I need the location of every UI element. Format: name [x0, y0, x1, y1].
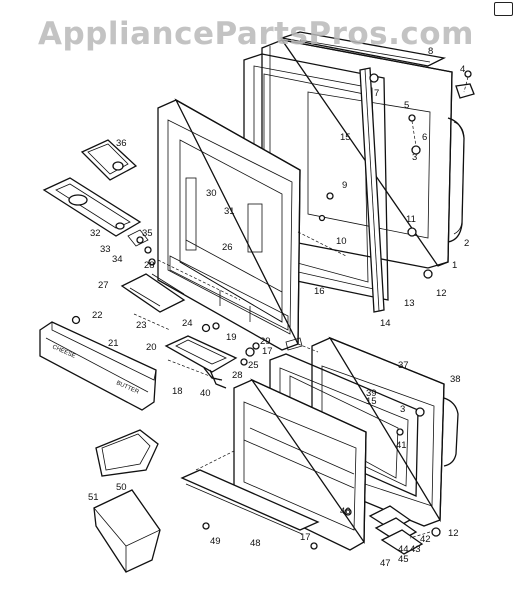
callout-39: 39 — [366, 388, 377, 399]
callout-7: 7 — [374, 88, 379, 99]
callout-41: 41 — [396, 440, 407, 451]
callout-42: 42 — [420, 534, 431, 545]
callout-23: 23 — [136, 320, 147, 331]
callout-labels: 1 2 3 3 4 5 6 7 8 9 10 11 12 12 13 14 15… — [88, 46, 469, 569]
callout-16: 16 — [314, 286, 325, 297]
callout-12b: 12 — [448, 528, 459, 539]
callout-22: 22 — [92, 310, 103, 321]
assembly-lines — [157, 231, 347, 471]
callout-46: 46 — [340, 506, 351, 517]
callout-31: 31 — [224, 206, 235, 217]
callout-30: 30 — [206, 188, 217, 199]
dairy-door-panel: CHEESE BUTTER — [39, 315, 157, 411]
callout-4: 4 — [460, 64, 465, 75]
door-bin — [93, 489, 161, 573]
callout-51: 51 — [88, 492, 99, 503]
callout-43: 43 — [410, 544, 421, 555]
callout-45: 45 — [398, 554, 409, 565]
callout-20: 20 — [146, 342, 157, 353]
callout-26: 26 — [222, 242, 233, 253]
callout-2: 2 — [464, 238, 469, 249]
callout-24: 24 — [182, 318, 193, 329]
callout-8: 8 — [428, 46, 433, 57]
callout-28b: 28 — [144, 260, 155, 271]
callout-3a: 3 — [412, 152, 417, 163]
callout-13: 13 — [404, 298, 415, 309]
hinge-bar — [359, 67, 385, 313]
callout-21: 21 — [108, 338, 119, 349]
callout-38: 38 — [450, 374, 461, 385]
callout-25: 25 — [248, 360, 259, 371]
hinge-hardware — [318, 70, 475, 279]
watermark-logo: AppliancePartsPros.com — [38, 16, 474, 52]
callout-14: 14 — [380, 318, 391, 329]
callout-32: 32 — [90, 228, 101, 239]
freezer-outer-door — [261, 39, 465, 269]
callout-34: 34 — [112, 254, 123, 265]
lower-left-brackets — [120, 273, 303, 389]
upper-left-brackets — [42, 139, 156, 266]
freezer-inner-liner — [157, 98, 301, 351]
callout-15b: 15 — [366, 396, 377, 407]
callout-6: 6 — [422, 132, 427, 143]
callout-12a: 12 — [436, 288, 447, 299]
callout-19: 19 — [226, 332, 237, 343]
callout-28a: 28 — [232, 370, 243, 381]
callout-17a: 17 — [262, 346, 273, 357]
callout-47: 47 — [380, 558, 391, 569]
callout-3b: 3 — [400, 404, 405, 415]
callout-9: 9 — [342, 180, 347, 191]
callout-27: 27 — [98, 280, 109, 291]
callout-10: 10 — [336, 236, 347, 247]
callout-40: 40 — [200, 388, 211, 399]
callout-48: 48 — [250, 538, 261, 549]
fresh-food-inner-liner — [180, 378, 367, 551]
callout-18: 18 — [172, 386, 183, 397]
callout-5: 5 — [404, 100, 409, 111]
callout-29: 29 — [260, 336, 271, 347]
callout-44: 44 — [398, 544, 409, 555]
callout-15a: 15 — [340, 132, 351, 143]
callout-49: 49 — [210, 536, 221, 547]
callout-36: 36 — [116, 138, 127, 149]
corner-box — [494, 2, 513, 16]
butter-tray — [95, 429, 159, 477]
callout-1: 1 — [452, 260, 457, 271]
callout-50: 50 — [116, 482, 127, 493]
lower-right-hardware — [202, 407, 441, 555]
callout-35: 35 — [142, 228, 153, 239]
callout-33: 33 — [100, 244, 111, 255]
callout-17b: 17 — [300, 532, 311, 543]
top-strip — [279, 31, 447, 67]
callout-37: 37 — [398, 360, 409, 371]
callout-11: 11 — [406, 214, 416, 225]
